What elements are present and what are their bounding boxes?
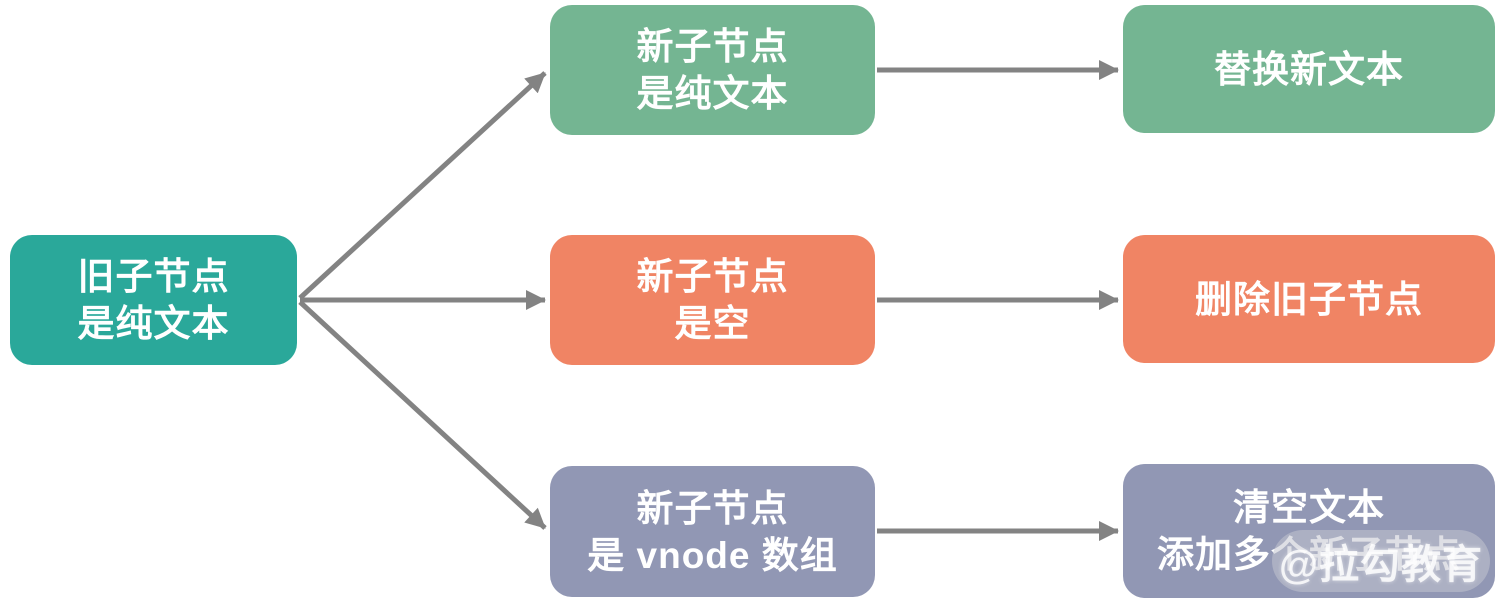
node-delete-old-children: 删除旧子节点: [1123, 235, 1495, 363]
node-label-line: 新子节点: [636, 26, 789, 67]
node-new-children-is-text: 新子节点 是纯文本: [550, 5, 875, 135]
node-label-line: 删除旧子节点: [1195, 278, 1423, 320]
node-new-children-is-empty: 新子节点 是空: [550, 235, 875, 365]
node-label-line: 是纯文本: [77, 303, 230, 344]
arrow-source-to-condition-3: [298, 300, 547, 530]
watermark-text: @拉勾教育: [1278, 543, 1483, 587]
arrow-source-to-condition-1: [298, 71, 547, 300]
node-label-line: 清空文本: [1233, 487, 1385, 528]
node-replace-new-text: 替换新文本: [1123, 5, 1495, 133]
node-label-line: 新子节点: [636, 487, 789, 529]
node-new-children-is-vnode-array: 新子节点 是 vnode 数组: [550, 466, 875, 597]
node-label-line: 新子节点: [636, 256, 789, 297]
node-label-line: 是空: [674, 303, 751, 344]
node-old-children-is-text: 旧子节点 是纯文本: [10, 235, 297, 365]
node-label-line: 替换新文本: [1214, 48, 1404, 90]
node-label-line: 是纯文本: [636, 73, 789, 114]
node-label-line: 旧子节点: [77, 256, 230, 297]
watermark-badge: @拉勾教育: [1272, 530, 1490, 592]
node-label-line: 是 vnode 数组: [587, 534, 838, 576]
